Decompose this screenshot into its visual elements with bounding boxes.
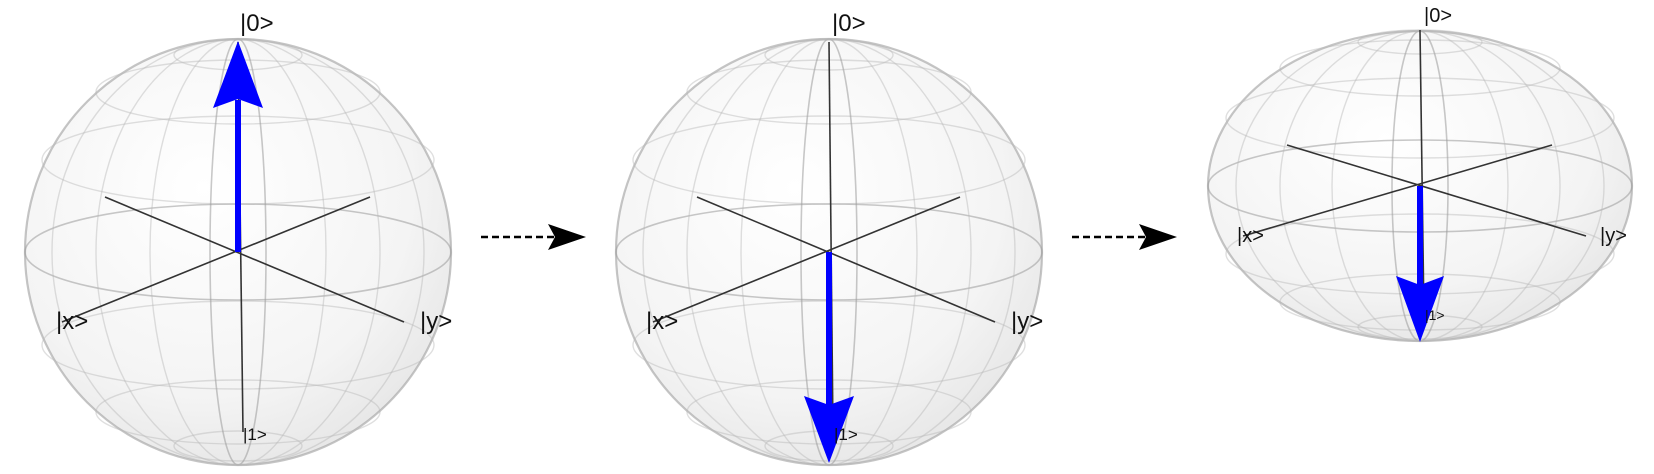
- state-vector-arrow: [1396, 186, 1444, 342]
- x-axis: [696, 196, 996, 323]
- arrowhead: [1139, 224, 1177, 250]
- label-ket-1: |1>: [1425, 307, 1445, 323]
- label-ket-y: |y>: [1011, 308, 1043, 335]
- bloch-sphere-3: |0> |1> |x> |y>: [1206, 5, 1634, 343]
- state-vector-head: [213, 41, 263, 108]
- coordinate-axes: [1242, 29, 1587, 319]
- y-axis: [652, 196, 961, 323]
- x-axis: [1286, 144, 1587, 237]
- bloch-sphere-2: |0> |1> |x> |y>: [614, 10, 1043, 467]
- label-ket-1: |1>: [243, 425, 267, 444]
- state-vector-arrow: [804, 252, 854, 463]
- arrowhead: [548, 224, 586, 250]
- x-axis: [104, 196, 405, 323]
- z-axis: [828, 41, 834, 433]
- bloch-sphere-1: |0> |1> |x> |y>: [23, 10, 452, 467]
- label-ket-y: |y>: [420, 308, 452, 335]
- label-ket-x: |x>: [56, 308, 88, 335]
- label-ket-0: |0>: [1424, 5, 1452, 27]
- state-vector-head: [1396, 276, 1444, 342]
- state-vector-arrow: [213, 41, 263, 252]
- label-ket-x: |x>: [646, 308, 678, 335]
- transition-arrow-1: [481, 224, 586, 250]
- coordinate-axes: [652, 41, 996, 433]
- label-ket-0: |0>: [240, 10, 274, 37]
- label-ket-1: |1>: [834, 425, 858, 444]
- z-axis: [1419, 29, 1425, 319]
- y-axis: [61, 196, 371, 323]
- label-ket-x: |x>: [1237, 225, 1264, 247]
- label-ket-0: |0>: [832, 10, 866, 37]
- y-axis: [1242, 144, 1553, 237]
- transition-arrow-2: [1072, 224, 1177, 250]
- state-vector-head: [804, 396, 854, 463]
- label-ket-y: |y>: [1600, 225, 1627, 247]
